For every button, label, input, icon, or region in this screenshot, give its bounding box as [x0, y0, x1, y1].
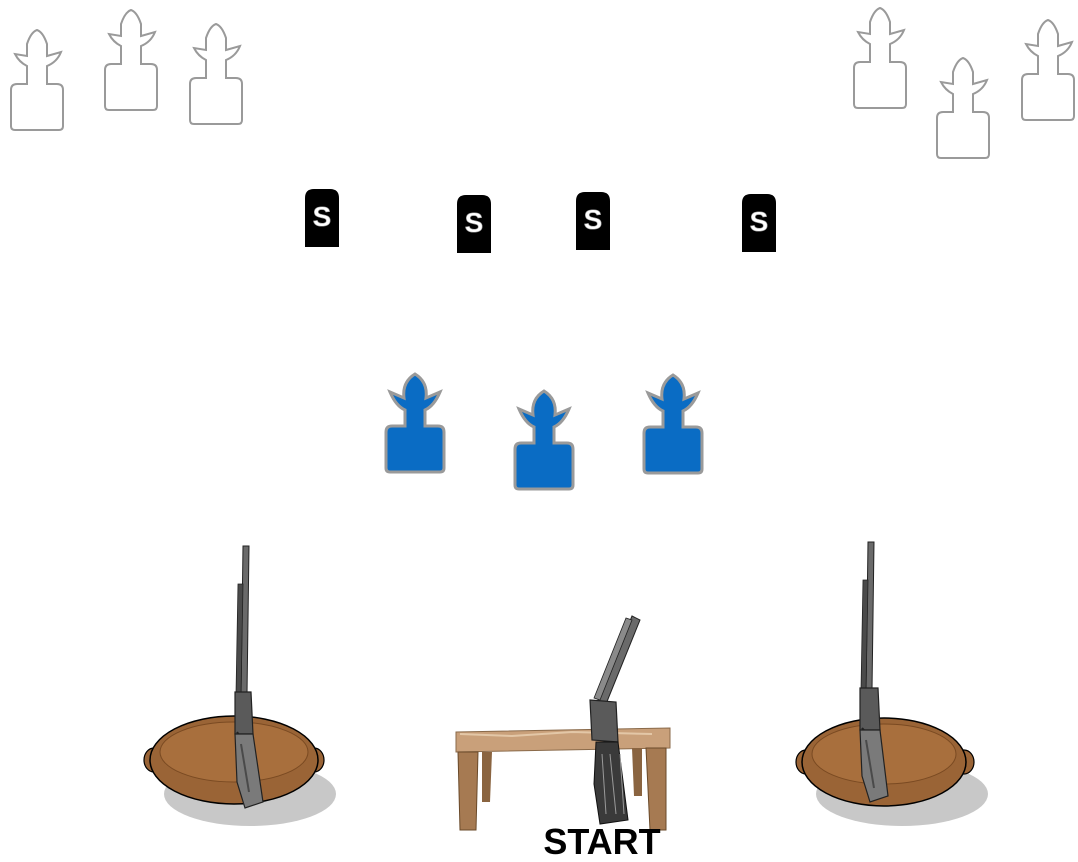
steel-plate-icon: S — [456, 194, 492, 254]
blue-target-icon — [382, 368, 448, 474]
steel-plate-letter: S — [584, 204, 603, 235]
outline-target-icon — [5, 22, 69, 132]
steel-plate-icon: S — [304, 188, 340, 248]
blue-target-icon — [511, 385, 577, 491]
rifle-icon — [205, 544, 275, 812]
outline-target-icon — [848, 0, 912, 110]
steel-plate-letter: S — [750, 206, 769, 237]
shotgun-icon — [580, 614, 650, 828]
steel-plate-letter: S — [465, 207, 484, 238]
steel-plate-icon: S — [575, 191, 611, 251]
outline-target-icon — [1016, 12, 1078, 122]
blue-target-icon — [640, 369, 706, 475]
outline-target-icon — [99, 2, 163, 112]
steel-plate-icon: S — [741, 193, 777, 253]
outline-target-icon — [931, 50, 995, 160]
start-label: START — [532, 822, 672, 862]
outline-target-icon — [184, 16, 248, 126]
steel-plate-letter: S — [313, 201, 332, 232]
rifle-icon — [834, 540, 904, 806]
